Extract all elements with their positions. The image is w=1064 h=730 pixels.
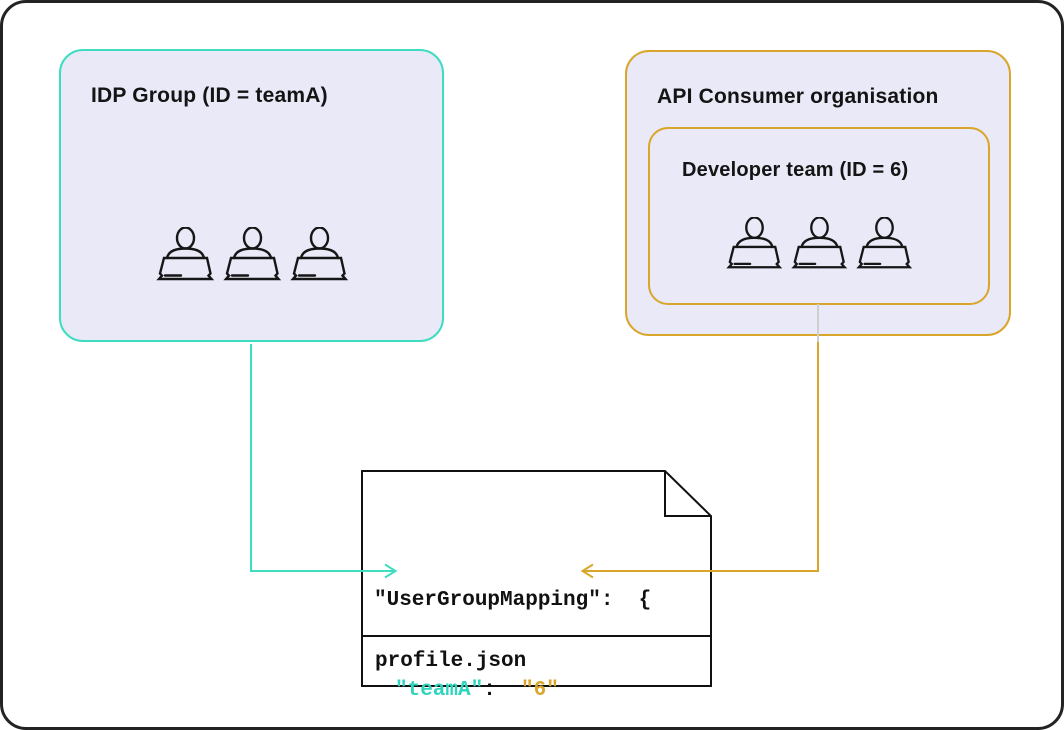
person-at-laptop-icon [222, 227, 281, 281]
code-line-1: "UserGroupMapping": { [374, 589, 652, 612]
mapping-separator: : [483, 679, 522, 702]
developer-team-members [650, 217, 988, 275]
person-at-laptop-icon [791, 217, 848, 269]
person-at-laptop-icon [155, 227, 214, 281]
person-at-laptop-icon [856, 217, 913, 269]
idp-group-members [61, 227, 442, 287]
file-name-label: profile.json [375, 650, 527, 673]
mapping-code-block: "UserGroupMapping": { "teamA": "6" } [374, 526, 652, 727]
code-line-2: "teamA": "6" [374, 676, 651, 706]
person-at-laptop-icon [726, 217, 783, 269]
api-consumer-org-box: API Consumer organisation Developer team… [625, 50, 1011, 336]
mapping-key: "teamA" [395, 679, 484, 702]
developer-team-box: Developer team (ID = 6) [648, 127, 990, 305]
idp-group-box: IDP Group (ID = teamA) [59, 49, 444, 342]
mapping-value: "6" [521, 679, 559, 702]
developer-team-title: Developer team (ID = 6) [682, 159, 909, 181]
idp-group-title: IDP Group (ID = teamA) [91, 84, 328, 107]
person-at-laptop-icon [289, 227, 348, 281]
profile-json-file: "UserGroupMapping": { "teamA": "6" } pro… [361, 470, 712, 702]
api-consumer-org-title: API Consumer organisation [657, 85, 939, 108]
